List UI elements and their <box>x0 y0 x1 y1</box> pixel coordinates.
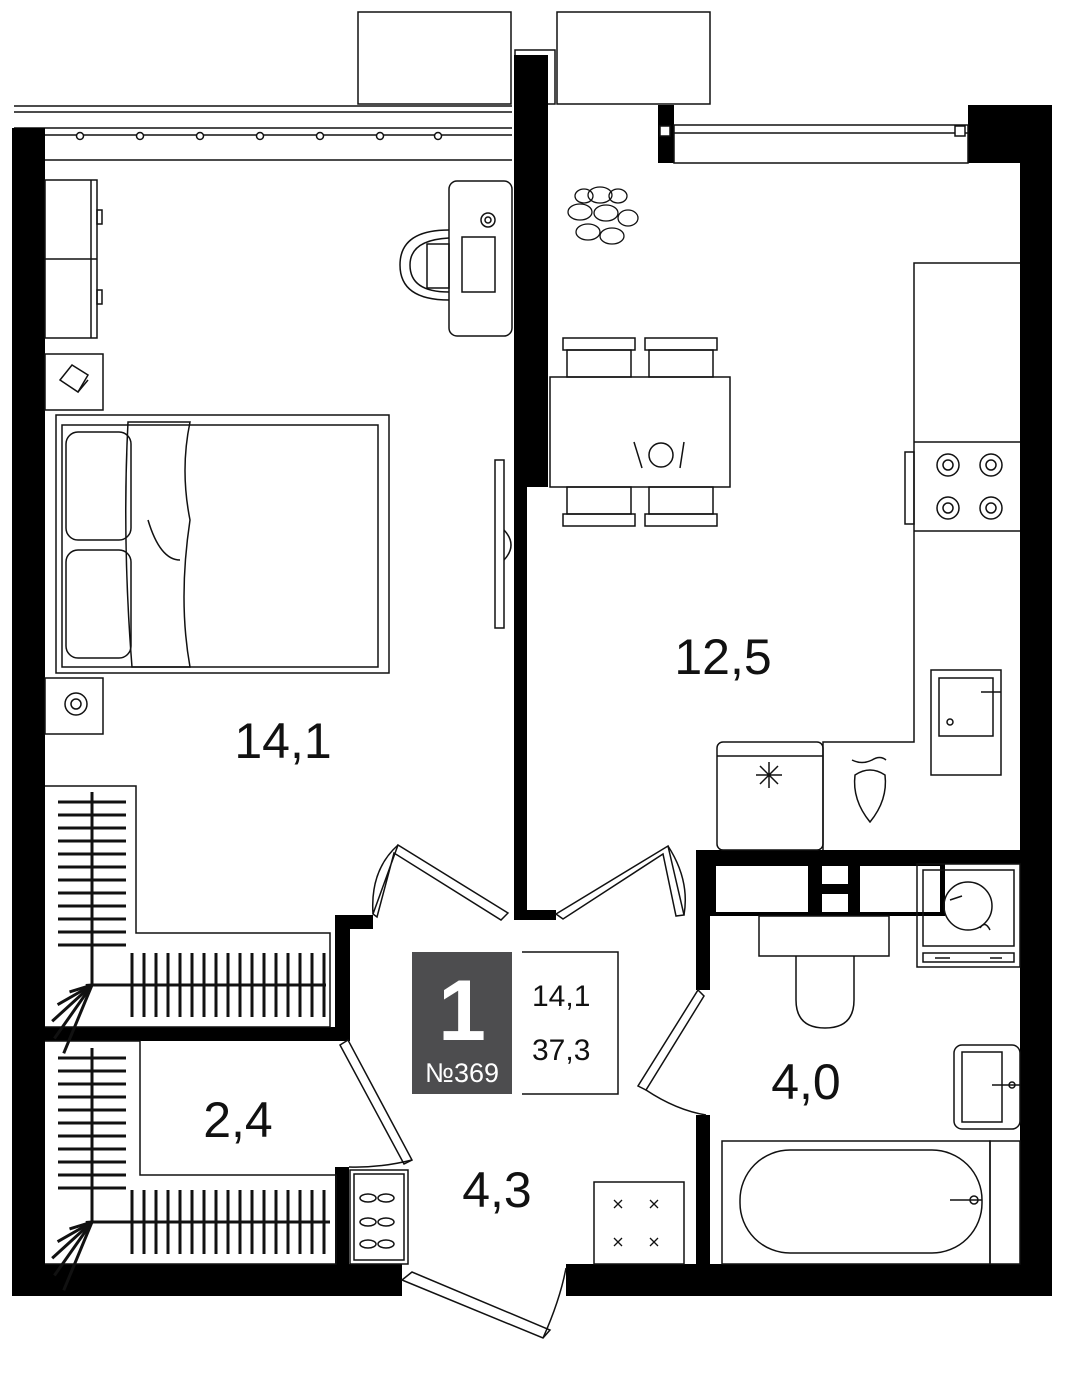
hall-area: 4,3 <box>462 1162 532 1218</box>
ottoman-icon <box>593 1181 685 1265</box>
bed-icon <box>55 414 390 674</box>
hanger-line <box>62 1221 94 1291</box>
nightstand-icon <box>44 353 104 411</box>
kitchen-area: 12,5 <box>674 629 771 685</box>
dining-table-icon <box>549 376 731 488</box>
sink-icon <box>930 669 1002 776</box>
bathtub-icon <box>721 1140 1021 1265</box>
info-badge <box>412 952 512 1094</box>
walls <box>12 55 1052 1296</box>
hanger-line <box>51 1220 94 1260</box>
shelf-icon <box>44 179 103 339</box>
wardrobe-rack-hangers <box>51 1048 330 1291</box>
kitchen-counter <box>822 262 1020 850</box>
bathroom-shaft <box>710 864 945 916</box>
nightstand-lamp-icon <box>44 677 104 735</box>
toilet-icon <box>758 915 890 1029</box>
window-kitchen <box>659 124 969 164</box>
fridge-icon <box>716 741 824 851</box>
bathroom-area: 4,0 <box>771 1054 841 1110</box>
doors <box>339 843 707 1339</box>
clothes-rack-icon <box>45 785 331 1028</box>
chair-icon <box>562 337 718 527</box>
hanger-line <box>53 1221 94 1277</box>
chair-icon <box>399 229 450 301</box>
rooms-count: 1 <box>438 963 486 1059</box>
shoes-icon <box>349 1169 409 1265</box>
bedroom-area: 14,1 <box>234 713 331 769</box>
hanger-line <box>51 983 94 1023</box>
clothes-rack-hangers <box>51 792 326 1054</box>
apartment-number: №369 <box>425 1058 499 1088</box>
plant-icon <box>567 186 639 245</box>
living-area: 14,1 <box>532 980 590 1013</box>
mirror-icon <box>494 459 512 629</box>
balcony <box>14 11 711 161</box>
wardrobe-area: 2,4 <box>203 1092 273 1148</box>
balcony-railing-posts <box>75 131 443 141</box>
washing-machine-icon <box>916 863 1021 968</box>
apartment-info: 1 №369 14,1 37,3 <box>412 951 619 1095</box>
total-area: 37,3 <box>532 1034 590 1067</box>
dishwasher-icon <box>851 756 887 824</box>
wardrobe-rack-icon <box>45 1040 337 1265</box>
washbasin-icon <box>953 1044 1021 1130</box>
hanger-line <box>62 984 94 1054</box>
desk-icon <box>448 180 513 337</box>
hanger-line <box>53 984 94 1040</box>
stove-icon <box>904 451 1003 525</box>
